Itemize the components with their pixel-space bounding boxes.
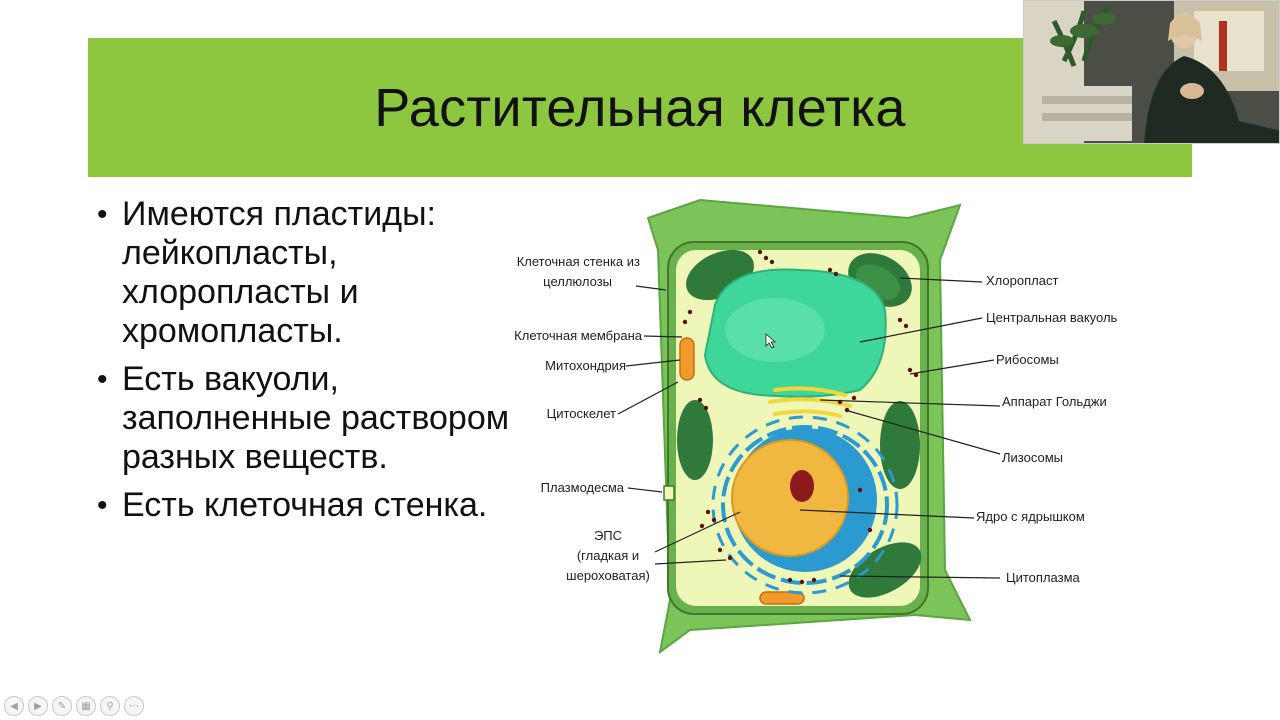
endoplasmic-reticulum [711,415,899,595]
label-chloroplast: Хлоропласт [986,273,1058,288]
label-er-3: шероховатая) [566,568,650,583]
label-mitochondria: Митохондрия [545,358,626,373]
zoom-icon[interactable]: ⚲ [100,696,120,716]
chloroplast [880,401,920,489]
prev-icon[interactable]: ◀ [4,696,24,716]
nucleus [731,439,849,557]
plant-cell-diagram: Клеточная стенка из целлюлозы Клеточная … [514,198,1118,655]
next-icon[interactable]: ▶ [28,696,48,716]
slides-icon[interactable]: ▦ [76,696,96,716]
label-cell-membrane: Клеточная мембрана [514,328,643,343]
bullet-item: • Есть вакуоли, заполненные раствором раз… [95,360,515,477]
label-cytoskeleton: Цитоскелет [547,406,616,421]
bullet-list: • Имеются пластиды: лейкопласты, хлоропла… [95,195,515,534]
cursor-icon [765,333,777,349]
label-er-2: (гладкая и [577,548,639,563]
label-golgi: Аппарат Гольджи [1002,394,1107,409]
pen-icon[interactable]: ✎ [52,696,72,716]
label-cytoplasm: Цитоплазма [1006,570,1081,585]
nucleolus [790,470,814,502]
bullet-dot: • [97,363,108,396]
slide-title: Растительная клетка [374,77,906,138]
title-band: Растительная клетка [88,38,1192,177]
bullet-dot: • [97,198,108,231]
label-ribosomes: Рибосомы [996,352,1059,367]
mitochondrion [759,591,805,605]
ribosomes [682,249,919,585]
label-lysosomes: Лизосомы [1002,450,1063,465]
presentation-toolbar: ◀ ▶ ✎ ▦ ⚲ ⋯ [4,696,144,718]
leader-lines [617,277,1001,579]
label-central-vacuole: Центральная вакуоль [986,310,1118,325]
webcam-overlay [1023,0,1280,144]
bullet-text: Имеются пластиды: лейкопласты, хлороплас… [122,195,436,350]
label-er-1: ЭПС [594,528,622,543]
bullet-text: Есть вакуоли, заполненные раствором разн… [122,360,510,476]
label-nucleus: Ядро с ядрышком [976,509,1085,524]
golgi-apparatus [768,386,852,418]
plasmodesma [663,485,675,501]
bullet-dot: • [97,489,108,522]
mitochondrion [679,337,695,381]
label-plasmodesma: Плазмодесма [541,480,625,495]
bullet-text: Есть клеточная стенка. [122,486,488,524]
bullet-item: • Имеются пластиды: лейкопласты, хлоропла… [95,195,515,351]
bullet-item: • Есть клеточная стенка. [95,486,515,525]
endoplasmic-reticulum [721,425,889,585]
webcam-picture [1024,1,1279,143]
vacuole-highlight [725,298,825,362]
label-cell-wall-1: Клеточная стенка из [517,254,640,269]
label-cell-wall-2: целлюлозы [543,274,612,289]
chloroplast [677,400,713,480]
more-icon[interactable]: ⋯ [124,696,144,716]
